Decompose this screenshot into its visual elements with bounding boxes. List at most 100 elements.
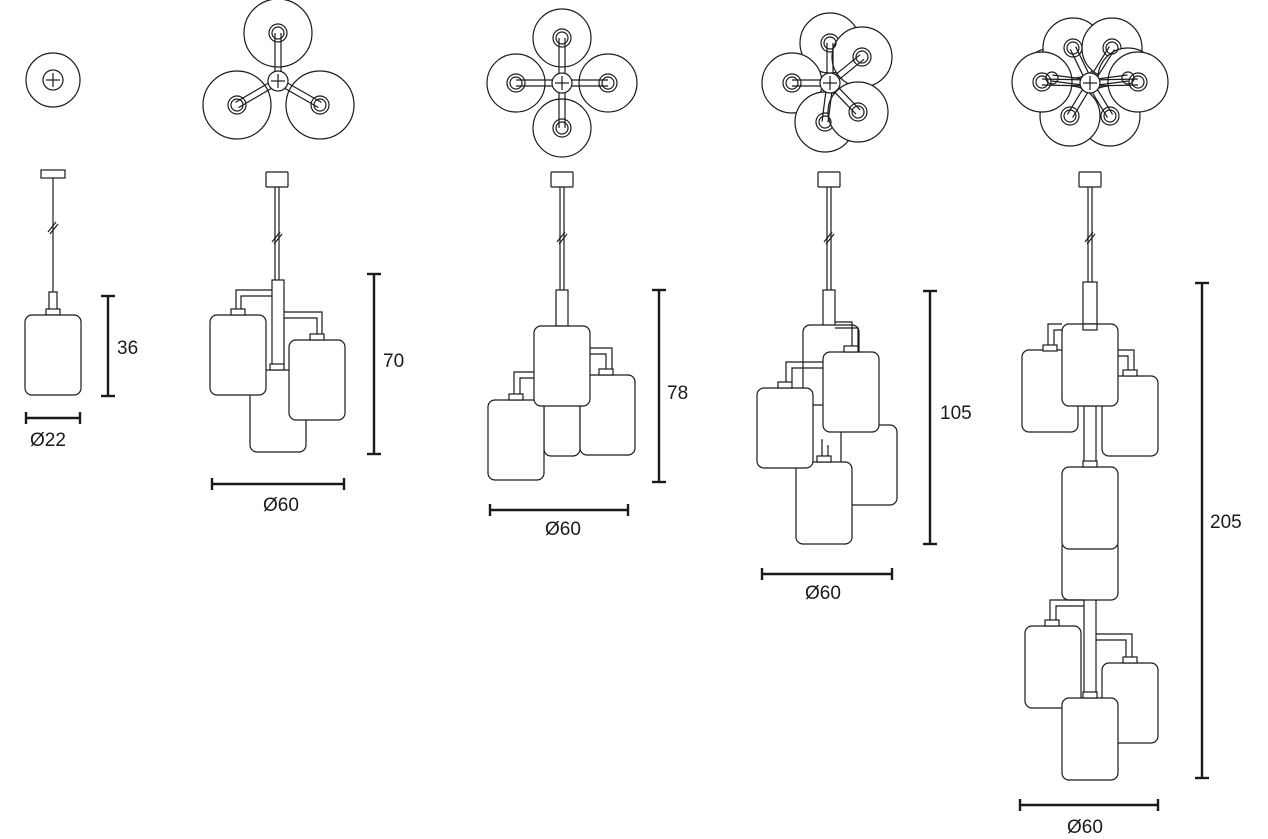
lamp-socket — [508, 393, 524, 401]
ceiling-canopy — [817, 171, 841, 188]
middle-stem — [1083, 405, 1097, 467]
side-arm — [827, 445, 829, 458]
glass-shade — [822, 351, 880, 433]
glass-shade — [1061, 697, 1119, 781]
height-label-variant-4: 105 — [940, 403, 972, 424]
arm-end — [601, 76, 615, 90]
shade-top-view — [285, 70, 355, 140]
arm-end — [1105, 41, 1119, 55]
cable-break-mark — [558, 233, 568, 245]
lamp-socket — [777, 381, 793, 389]
shade-top-view — [827, 81, 889, 143]
glass-shade — [1061, 323, 1119, 407]
lamp-socket — [843, 345, 859, 353]
shade-top-view — [486, 53, 546, 113]
lamp-socket — [1082, 691, 1098, 699]
cable-break-mark — [823, 231, 833, 243]
side-arm — [284, 317, 318, 334]
lamp-socket — [598, 368, 614, 376]
arm-end — [555, 31, 569, 45]
side-arm — [835, 327, 859, 346]
lamp-socket — [269, 363, 285, 371]
lamp-socket — [1122, 656, 1138, 664]
shade-top-view — [532, 8, 592, 68]
arm-end — [1063, 109, 1077, 123]
shade-top-view — [243, 0, 313, 68]
arm-end — [555, 121, 569, 135]
cable-break-mark — [47, 221, 57, 233]
cable-break-mark — [273, 233, 283, 245]
variant-5-nine-shades — [1011, 17, 1209, 811]
side-arm — [1049, 599, 1084, 620]
cable-break-mark — [1086, 233, 1096, 245]
shade-top-view — [1011, 51, 1073, 113]
arm-end — [851, 105, 865, 119]
variant-1-single-pendant — [24, 52, 115, 424]
variant-2-three-shades — [202, 0, 381, 490]
shade-top-inner — [227, 95, 247, 115]
ceiling-canopy — [265, 171, 289, 188]
shade-top-inner — [506, 73, 526, 93]
shade-top-view — [1107, 51, 1169, 113]
lamp-socket — [1122, 369, 1138, 377]
side-arm — [1055, 605, 1084, 620]
lamp-socket — [1082, 323, 1098, 331]
arm-end — [1131, 75, 1145, 89]
glass-shade — [487, 399, 545, 481]
cable-break-mark — [556, 231, 566, 243]
side-arm — [240, 295, 272, 310]
side-arm — [519, 377, 534, 394]
height-label-variant-2: 70 — [383, 351, 405, 372]
lamp-neck — [48, 291, 58, 311]
lamp-socket — [45, 308, 61, 316]
arm-end — [313, 98, 327, 112]
arm-end — [271, 26, 285, 40]
arm-end — [855, 50, 869, 64]
central-stem — [271, 279, 285, 366]
cable-break-mark — [271, 231, 281, 243]
height-label-variant-5: 205 — [1210, 512, 1242, 533]
central-stem — [555, 289, 569, 327]
side-arm — [1096, 639, 1127, 658]
shade-top-inner — [268, 23, 288, 43]
shade-top-inner — [1128, 72, 1148, 92]
arm-end — [509, 76, 523, 90]
lamp-socket — [1082, 460, 1098, 468]
shade-top-view — [202, 70, 272, 140]
variant-3-four-shades — [486, 8, 666, 516]
shade-top-inner — [1100, 106, 1120, 126]
lamp-socket — [816, 455, 832, 463]
side-arm — [1118, 349, 1135, 370]
shade-top-inner — [848, 102, 868, 122]
arm-end — [1066, 41, 1080, 55]
side-arm — [590, 353, 607, 370]
glass-shade — [1061, 466, 1119, 550]
lamp-socket — [230, 308, 246, 316]
cable-break-mark — [1084, 231, 1094, 243]
side-arm — [1118, 355, 1129, 370]
shade-top-inner — [310, 95, 330, 115]
cable-break-mark — [49, 223, 59, 235]
shade-top-inner — [552, 118, 572, 138]
shade-top-inner — [782, 73, 802, 93]
diameter-label-variant-2: Ø60 — [263, 495, 299, 516]
arm-end — [823, 36, 837, 50]
side-arm — [835, 321, 853, 346]
glass-shade — [795, 461, 853, 545]
diameter-label-variant-1: Ø22 — [30, 430, 66, 451]
arm-end — [230, 98, 244, 112]
ceiling-canopy — [1078, 171, 1102, 188]
diameter-label-variant-4: Ø60 — [805, 583, 841, 604]
shade-top-view — [578, 53, 638, 113]
arm-end — [785, 76, 799, 90]
diameter-label-variant-3: Ø60 — [545, 519, 581, 540]
side-arm — [821, 439, 823, 458]
lamp-socket — [309, 333, 325, 341]
lamp-socket — [1042, 344, 1058, 352]
glass-shade — [288, 339, 346, 421]
side-arm — [590, 347, 613, 370]
arm-end — [1035, 75, 1049, 89]
side-arm — [1053, 329, 1062, 345]
shade-top-inner — [598, 73, 618, 93]
